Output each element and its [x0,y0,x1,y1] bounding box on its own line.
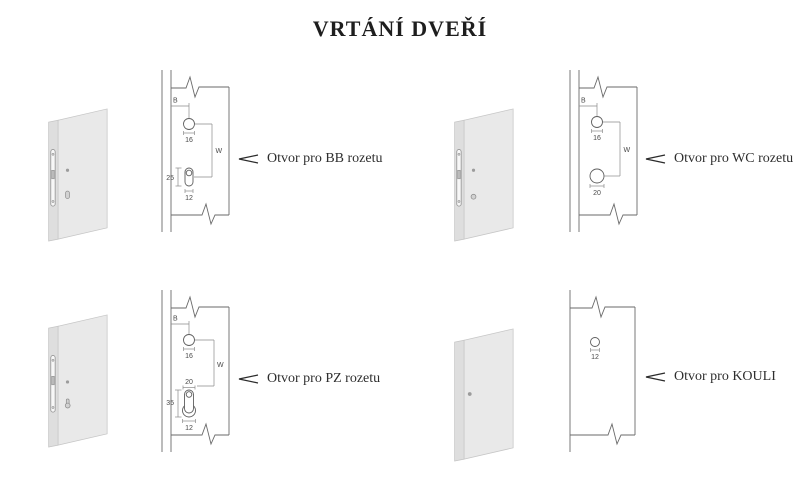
dim-w-label: W [216,148,223,155]
bb-key-hole-mark [65,190,70,199]
dim-16-label: 16 [185,137,193,144]
door-face [57,108,108,240]
latch [457,169,461,180]
handle-hole-mark [471,168,476,172]
drilling-diagram-kouli: 12 [569,290,636,452]
dim-cyltop-label: 20 [185,379,193,386]
door-illustration-wc [454,108,514,242]
handle-hole-mark [65,168,70,172]
label-kouli-text: Otvor pro KOULI [674,369,776,384]
door-face [463,108,514,240]
wc-knob-hole [589,168,605,184]
faceplate-screw [457,200,461,203]
faceplate-screw [457,152,461,156]
break-line-top [171,295,229,319]
dim-25-label: 25 [166,175,174,182]
faceplate-screw [51,358,55,362]
break-line-bottom [171,202,229,226]
label-bb: Otvor pro BB rozetu [236,150,382,168]
dim-12-label: 12 [185,195,193,202]
label-bb-text: Otvor pro BB rozetu [267,151,383,166]
faceplate-screw [51,200,55,203]
dim-35-label: 35 [166,400,174,407]
door-illustration-pz [48,314,108,448]
bb-slot-circle [185,169,193,177]
break-line-top [171,75,229,99]
pz-cylinder-top-circle [185,391,193,398]
dim-b-label: B [173,98,178,105]
wc-knob-hole-mark [470,193,477,200]
left-arrow-icon [238,154,259,164]
break-line-bottom [171,422,229,446]
label-wc: Otvor pro WC rozetu [643,150,793,168]
door-illustration-kouli [454,328,514,462]
drilling-diagram-wc: B 16 W 20 [569,70,638,232]
dim-b-label: B [581,98,586,105]
dim-12-label: 12 [591,354,599,361]
label-wc-text: Otvor pro WC rozetu [674,151,794,166]
page-title: VRTÁNÍ DVEŘÍ [312,16,488,41]
latch [51,169,55,180]
left-arrow-icon [645,154,666,164]
faceplate-screw [51,406,55,409]
latch [51,375,55,386]
label-kouli: Otvor pro KOULI [643,368,776,386]
dim-w-label: W [217,362,224,369]
faceplate-screw [51,152,55,156]
door-edge [454,339,465,462]
break-line-bottom [579,202,637,226]
door-face [57,314,108,446]
dim-16-label: 16 [185,353,193,360]
break-line-top [570,295,635,319]
handle-hole [183,118,195,130]
pz-keyhole-circle-mark [64,402,71,409]
drilling-diagram-bb: B 16 W 25 12 [161,70,230,232]
drilling-diagram-pz: B 16 W 20 35 12 [161,290,230,452]
break-line-bottom [570,422,635,446]
dim-b-label: B [173,316,178,323]
dim-w-label: W [624,147,631,154]
dim-20-label: 20 [593,190,601,197]
label-pz: Otvor pro PZ rozetu [236,370,380,388]
left-arrow-icon [238,374,259,384]
handle-hole [183,334,195,346]
knob-hole [590,337,600,347]
handle-hole [591,116,603,128]
left-arrow-icon [645,372,666,382]
label-pz-text: Otvor pro PZ rozetu [267,371,381,386]
knob-hole-mark [467,392,472,396]
dim-16-label: 16 [593,135,601,142]
door-illustration-bb [48,108,108,242]
handle-hole-mark [65,380,70,384]
dim-12-label: 12 [185,425,193,432]
break-line-top [579,75,637,99]
